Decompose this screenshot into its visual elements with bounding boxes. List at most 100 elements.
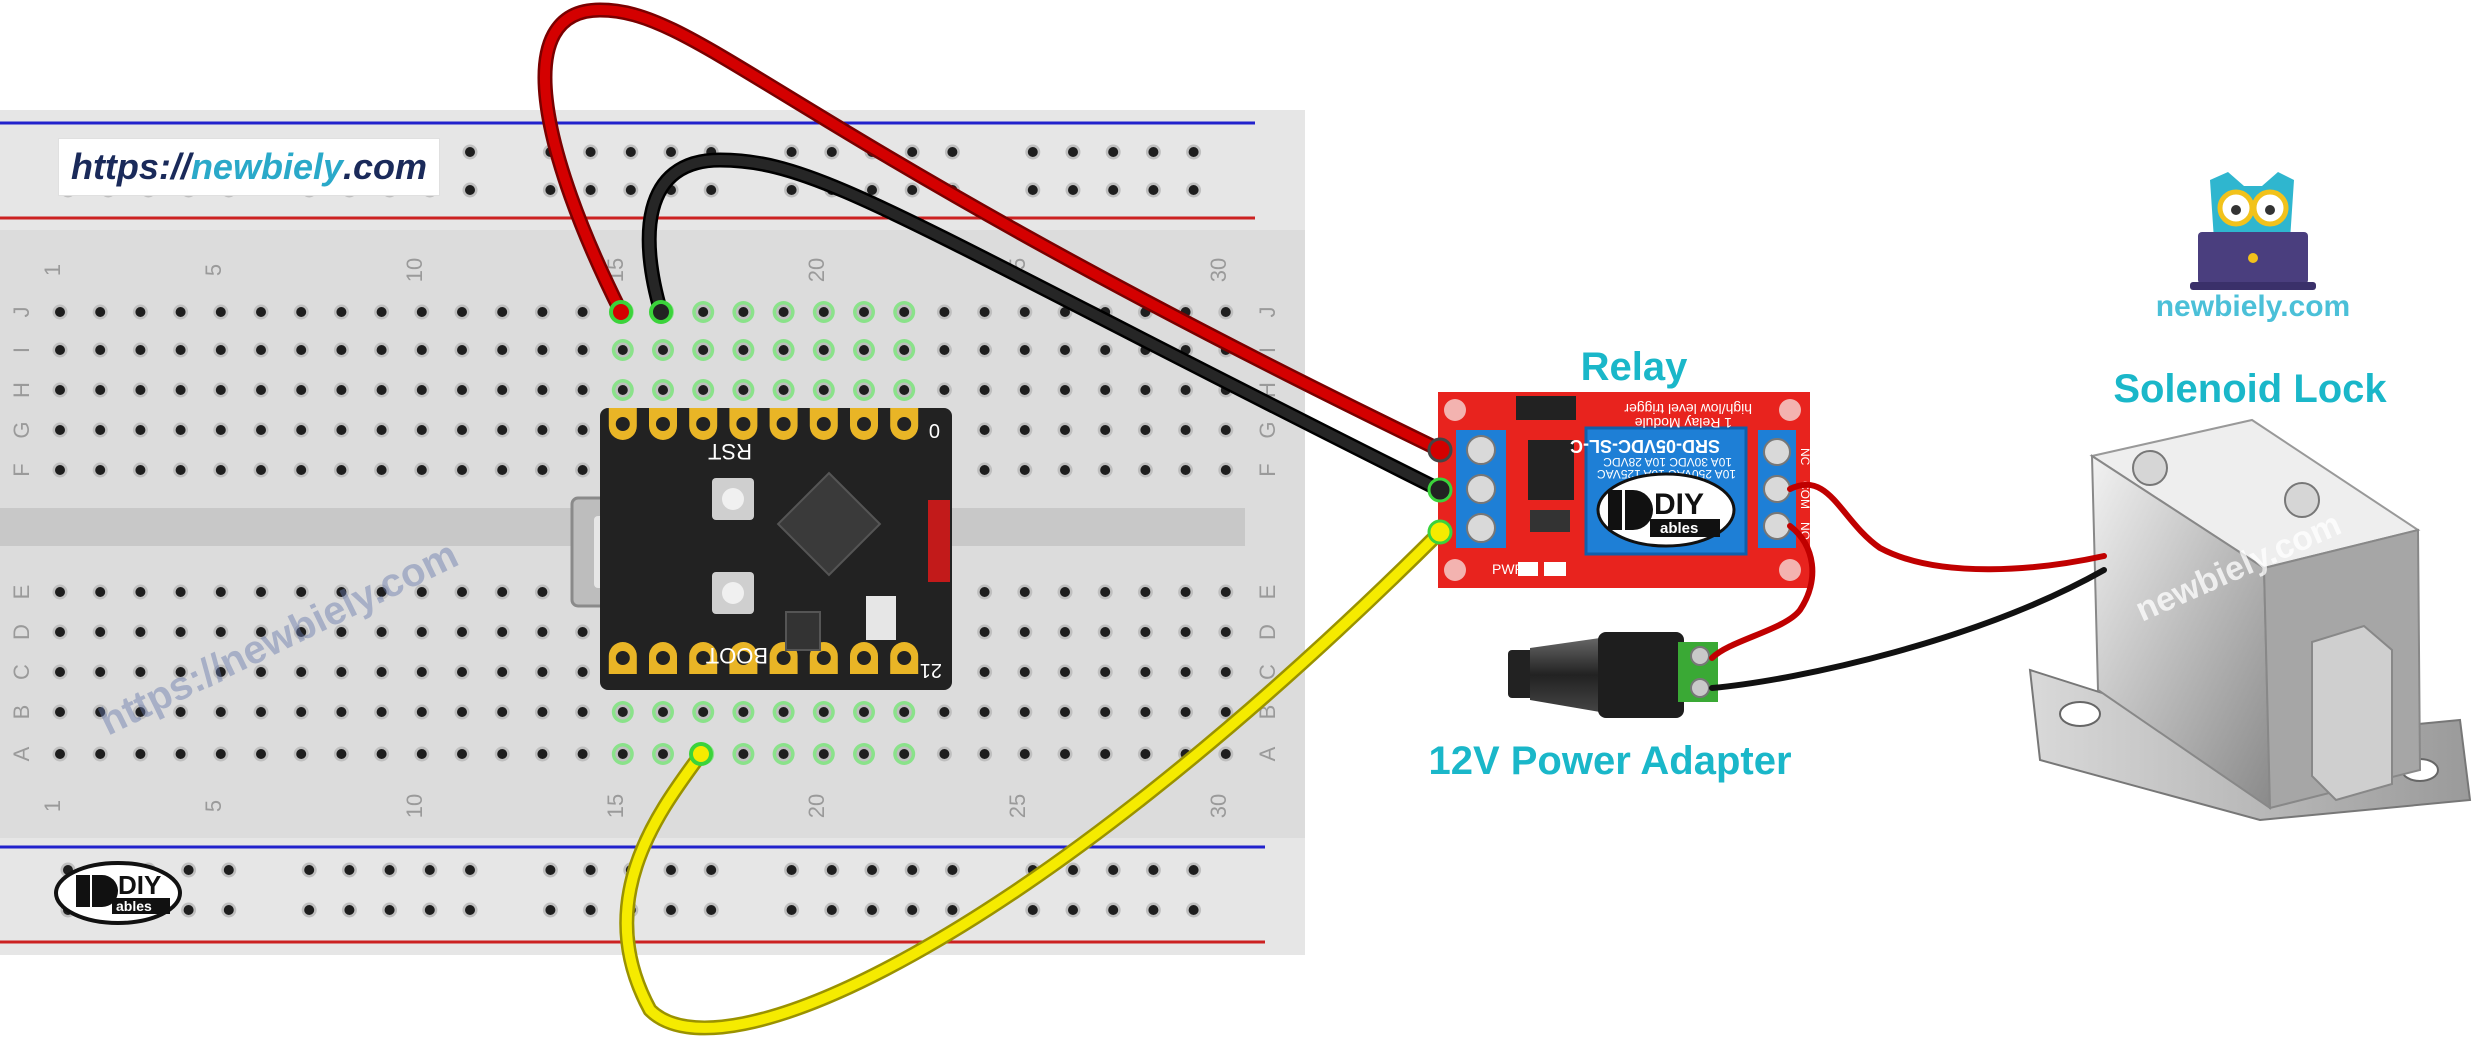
- breadboard-hole: [374, 746, 390, 762]
- breadboard-hole: [1105, 144, 1121, 160]
- breadboard-hole: [92, 382, 108, 398]
- breadboard-hole: [1017, 746, 1033, 762]
- breadboard-hole: [853, 301, 875, 323]
- board-pcb: [600, 408, 952, 690]
- breadboard-hole: [812, 379, 835, 401]
- breadboard-hole: [977, 624, 993, 640]
- breadboard-hole: [944, 862, 960, 878]
- breadboard-hole: [1218, 624, 1234, 640]
- breadboard-hole: [1065, 182, 1081, 198]
- breadboard-hole: [534, 664, 550, 680]
- breadboard-holes: [52, 144, 1234, 918]
- breadboard-hole: [1057, 704, 1073, 720]
- wires: [537, 2, 2107, 1036]
- breadboard-hole: [92, 304, 108, 320]
- breadboard-hole: [936, 704, 952, 720]
- breadboard-hole: [575, 746, 591, 762]
- breadboard-hole: [132, 422, 148, 438]
- breadboard-hole: [414, 422, 430, 438]
- castellated-pad: [649, 408, 677, 440]
- breadboard-hole: [1057, 746, 1073, 762]
- breadboard-hole: [92, 664, 108, 680]
- column-number: 10: [402, 258, 427, 282]
- website-url-badge[interactable]: https://newbiely.com: [58, 138, 440, 196]
- breadboard-hole: [333, 422, 349, 438]
- breadboard-hole: [1057, 664, 1073, 680]
- breadboard-hole: [812, 339, 835, 361]
- breadboard-hole: [494, 382, 510, 398]
- mcu-chip: [776, 471, 882, 577]
- breadboard-hole: [1218, 664, 1234, 680]
- row-letter: J: [1255, 307, 1280, 318]
- breadboard-hole: [1105, 182, 1121, 198]
- breadboard-hole: [944, 144, 960, 160]
- breadboard-hole: [293, 462, 309, 478]
- breadboard-hole: [341, 862, 357, 878]
- breadboard-hole: [1178, 382, 1194, 398]
- breadboard-hole: [1218, 462, 1234, 478]
- breadboard-hole: [132, 746, 148, 762]
- breadboard-hole: [534, 304, 550, 320]
- breadboard-hole: [936, 746, 952, 762]
- breadboard-hole: [611, 379, 634, 401]
- breadboard-hole: [333, 664, 349, 680]
- breadboard-hole: [853, 339, 875, 361]
- breadboard-hole: [382, 862, 398, 878]
- breadboard-hole: [1057, 422, 1073, 438]
- breadboard-hole: [132, 584, 148, 600]
- breadboard-hole: [422, 862, 438, 878]
- castellated-pad: [850, 408, 878, 440]
- breadboard-hole: [92, 584, 108, 600]
- breadboard-hole: [1057, 462, 1073, 478]
- breadboard-hole: [652, 743, 674, 765]
- breadboard-hole: [414, 746, 430, 762]
- bottom-power-rail: [0, 838, 1305, 955]
- breadboard-hole: [213, 382, 229, 398]
- row-letter: I: [1255, 347, 1280, 353]
- breadboard-hole: [414, 624, 430, 640]
- breadboard-hole: [652, 379, 674, 401]
- breadboard-hole: [1145, 902, 1161, 918]
- breadboard-hole: [1137, 422, 1153, 438]
- breadboard-hole: [494, 462, 510, 478]
- breadboard-hole: [575, 704, 591, 720]
- breadboard-hole: [132, 382, 148, 398]
- row-letter: G: [1255, 421, 1280, 438]
- breadboard-hole: [333, 746, 349, 762]
- breadboard-hole: [341, 902, 357, 918]
- breadboard-hole: [173, 664, 189, 680]
- breadboard-hole: [422, 902, 438, 918]
- breadboard-hole: [132, 624, 148, 640]
- breadboard-hole: [293, 746, 309, 762]
- column-number: 1: [40, 264, 65, 276]
- breadboard-hole: [374, 382, 390, 398]
- breadboard-hole: [1178, 422, 1194, 438]
- castellated-pad: [890, 642, 919, 674]
- breadboard-hole: [374, 422, 390, 438]
- breadboard-hole: [92, 462, 108, 478]
- breadboard-hole: [1057, 624, 1073, 640]
- breadboard-hole: [1017, 304, 1033, 320]
- breadboard-hole: [52, 462, 68, 478]
- breadboard-hole: [454, 746, 470, 762]
- breadboard-hole: [542, 182, 558, 198]
- jumper-header: [1516, 396, 1576, 420]
- input-screws: [1466, 435, 1496, 543]
- diyables-logo-top-text: DIY: [118, 870, 161, 900]
- breadboard-hole: [772, 339, 795, 361]
- relay-title: Relay: [1581, 345, 1688, 389]
- breadboard-hole: [414, 584, 430, 600]
- breadboard-hole: [575, 382, 591, 398]
- breadboard-hole: [173, 462, 189, 478]
- castellated-pad: [608, 408, 637, 441]
- breadboard-hole: [1017, 584, 1033, 600]
- board-label-21: 21: [920, 659, 942, 681]
- row-letter: D: [1255, 624, 1280, 640]
- castellated-pad: [890, 408, 919, 441]
- breadboard-hole: [173, 704, 189, 720]
- breadboard-hole: [1218, 584, 1234, 600]
- breadboard-hole: [936, 342, 952, 358]
- breadboard-hole: [1097, 746, 1113, 762]
- breadboard-hole: [52, 382, 68, 398]
